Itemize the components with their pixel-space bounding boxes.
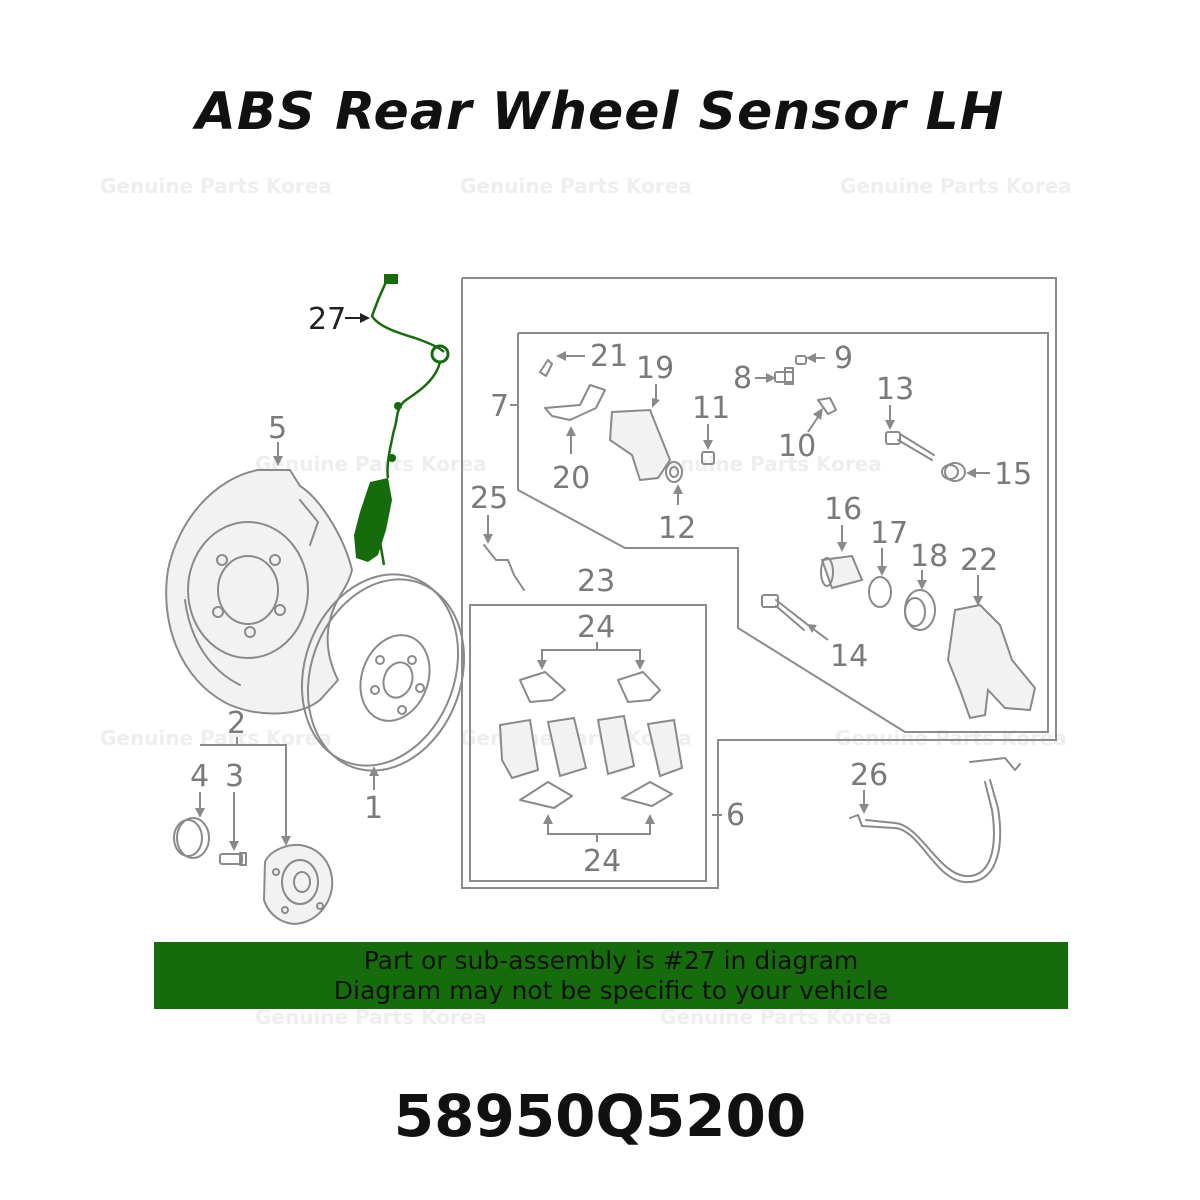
callout-9: 9 xyxy=(834,341,853,376)
boot-12 xyxy=(665,461,683,483)
callout-27: 27 xyxy=(308,302,346,337)
callout-1: 1 xyxy=(364,791,383,826)
watermark: Genuine Parts Korea xyxy=(835,726,1067,750)
wheel-hub xyxy=(262,844,334,925)
watermark: Genuine Parts Korea xyxy=(840,174,1072,198)
pad-kit-box-23 xyxy=(469,604,707,882)
brake-disc xyxy=(300,573,466,772)
callout-5: 5 xyxy=(268,411,287,446)
callout-8: 8 xyxy=(733,361,752,396)
callout-10: 10 xyxy=(778,429,816,464)
banner-line-2: Diagram may not be specific to your vehi… xyxy=(333,976,889,1005)
callout-11: 11 xyxy=(692,391,730,426)
backing-plate xyxy=(165,469,354,715)
caliper-carrier xyxy=(946,603,1037,720)
tone-ring xyxy=(173,817,210,859)
seal-18 xyxy=(904,589,936,631)
callout-22: 22 xyxy=(960,543,998,578)
brake-pads xyxy=(498,714,684,780)
bracket-19 xyxy=(608,408,672,482)
callout-14: 14 xyxy=(830,639,868,674)
piston-16 xyxy=(820,554,864,590)
banner-line-1: Part or sub-assembly is #27 in diagram xyxy=(363,946,859,975)
callout-21: 21 xyxy=(590,339,628,374)
callout-15: 15 xyxy=(994,457,1032,492)
callout-18: 18 xyxy=(910,539,948,574)
spring-25 xyxy=(483,544,525,591)
callout-19: 19 xyxy=(636,351,674,386)
watermark: Genuine Parts Korea xyxy=(460,174,692,198)
callout-20: 20 xyxy=(552,461,590,496)
callout-24-top: 24 xyxy=(577,610,615,645)
callout-2: 2 xyxy=(227,706,246,741)
watermark: Genuine Parts Korea xyxy=(660,1005,892,1029)
pad-clips-upper xyxy=(519,671,661,703)
leader-lines xyxy=(195,313,990,851)
bleeder-cap xyxy=(795,355,807,365)
watermark: Genuine Parts Korea xyxy=(100,726,332,750)
caliper-bolt xyxy=(761,594,809,631)
part-number: 58950Q5200 xyxy=(393,1082,807,1150)
boot-15 xyxy=(941,462,966,482)
spring-21 xyxy=(539,359,553,377)
watermarks-lower: Genuine Parts Korea Genuine Parts Korea xyxy=(255,1005,892,1029)
callout-6: 6 xyxy=(726,798,745,833)
watermark: Genuine Parts Korea xyxy=(255,1005,487,1029)
abs-sensor-highlighted xyxy=(354,274,450,566)
callout-7: 7 xyxy=(490,389,509,424)
caliper-kit-box-7 xyxy=(517,332,1049,733)
callout-3: 3 xyxy=(225,759,244,794)
watermark: Genuine Parts Korea xyxy=(255,452,487,476)
pin-11 xyxy=(701,451,715,465)
caliper-box-6 xyxy=(461,277,1057,889)
hub-bolt xyxy=(219,852,247,866)
page-title: ABS Rear Wheel Sensor LH xyxy=(195,82,1005,142)
callout-23: 23 xyxy=(577,564,615,599)
brake-hose xyxy=(849,757,1021,884)
callout-labels: 27 5 1 2 4 3 6 7 21 19 20 11 12 8 9 10 1… xyxy=(190,302,1032,879)
callout-17: 17 xyxy=(870,516,908,551)
watermark: Genuine Parts Korea xyxy=(100,174,332,198)
bleeder-screw xyxy=(774,367,794,385)
clip-10 xyxy=(817,397,837,415)
clip-20 xyxy=(544,384,606,421)
guide-pin-13 xyxy=(885,431,935,461)
callout-24-bottom: 24 xyxy=(583,844,621,879)
callout-16: 16 xyxy=(824,492,862,527)
info-banner: Part or sub-assembly is #27 in diagram D… xyxy=(154,942,1068,1009)
pad-clips-lower xyxy=(519,781,673,809)
callout-26: 26 xyxy=(850,758,888,793)
callout-13: 13 xyxy=(876,372,914,407)
seal-17 xyxy=(868,576,892,608)
callout-25: 25 xyxy=(470,481,508,516)
watermark: Genuine Parts Korea xyxy=(650,452,882,476)
callout-4: 4 xyxy=(190,759,209,794)
callout-12: 12 xyxy=(658,511,696,546)
